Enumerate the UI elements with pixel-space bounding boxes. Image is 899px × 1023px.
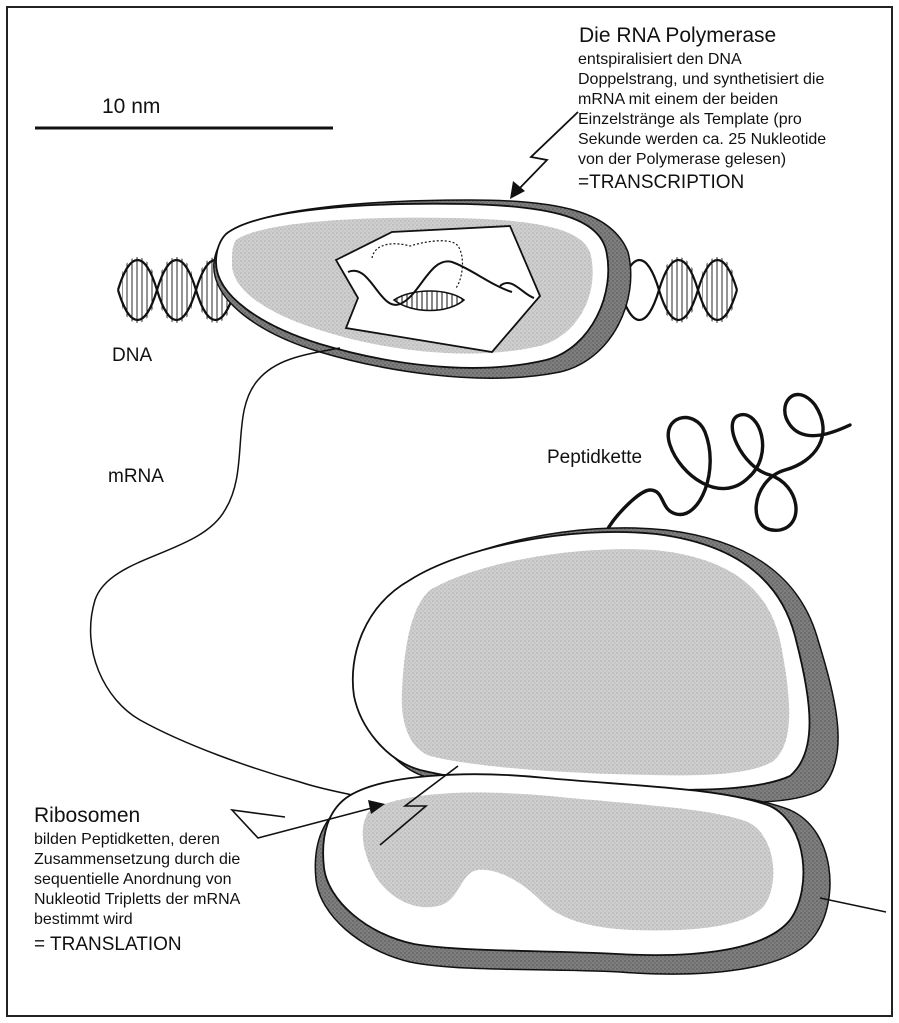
ribosome-line: bilden Peptidketten, deren	[34, 830, 240, 850]
ribosome-description: bilden Peptidketten, deren Zusammensetzu…	[34, 830, 240, 930]
polymerase-line: mRNA mit einem der beiden	[578, 90, 826, 110]
translation-tag: = TRANSLATION	[34, 934, 182, 956]
mrna-strand	[91, 348, 370, 800]
peptide-chain	[606, 395, 850, 532]
mrna-exit	[820, 898, 886, 912]
polymerase-title: Die RNA Polymerase	[579, 24, 776, 48]
transcription-tag: =TRANSCRIPTION	[578, 172, 744, 194]
ribosome-line: bestimmt wird	[34, 910, 240, 930]
rna-polymerase	[214, 200, 631, 378]
polymerase-description: entspiralisiert den DNA Doppelstrang, un…	[578, 50, 826, 170]
polymerase-line: von der Polymerase gelesen)	[578, 150, 826, 170]
dna-helix-right	[620, 257, 737, 323]
polymerase-line: Sekunde werden ca. 25 Nukleotide	[578, 130, 826, 150]
polymerase-line: entspiralisiert den DNA	[578, 50, 826, 70]
polymerase-line: Einzelstränge als Template (pro	[578, 110, 826, 130]
polymerase-arrow	[516, 112, 578, 192]
scale-bar-label: 10 nm	[102, 95, 160, 119]
ribosome-title: Ribosomen	[34, 804, 140, 828]
ribosome-line: Nukleotid Tripletts der mRNA	[34, 890, 240, 910]
polymerase-line: Doppelstrang, und synthetisiert die	[578, 70, 826, 90]
peptide-label: Peptidkette	[547, 447, 642, 469]
polymerase-arrow-head	[510, 181, 525, 199]
ribosome-line: sequentielle Anordnung von	[34, 870, 240, 890]
mrna-label: mRNA	[108, 466, 164, 488]
ribosome-line: Zusammensetzung durch die	[34, 850, 240, 870]
ribosome-small-subunit	[315, 774, 830, 974]
dna-label: DNA	[112, 345, 152, 367]
ribosome-large-subunit	[353, 528, 838, 803]
